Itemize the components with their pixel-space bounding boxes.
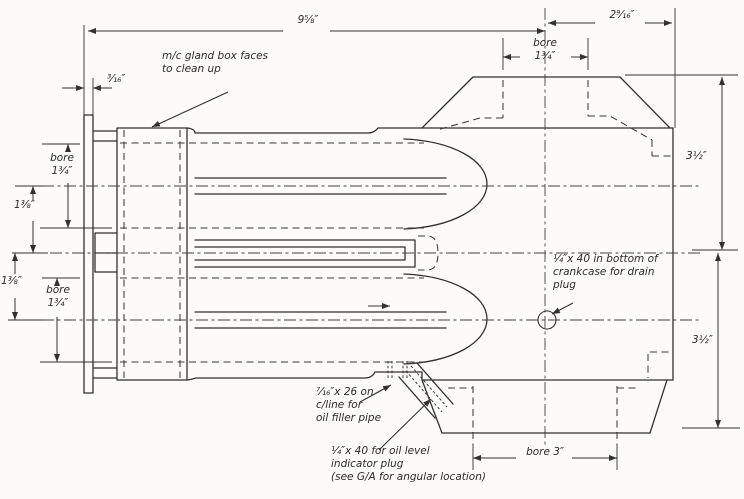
gland-box-hidden xyxy=(123,130,181,378)
thread-lines xyxy=(387,361,448,413)
oil-level-threads xyxy=(405,365,448,413)
crankcase-inner-corner xyxy=(647,351,672,378)
hump-inner-wall xyxy=(436,80,672,157)
dim-label-right-width: 2⁹⁄₁₆″ xyxy=(609,9,635,21)
oil-level-boss xyxy=(398,362,454,419)
dim-label-cyl-spacing-upper: 1⅜″ xyxy=(14,199,35,211)
dim-label-crankcase-half-bottom: 3½″ xyxy=(692,334,713,346)
flange-outline xyxy=(83,114,94,394)
dim-label-flange-thickness: ³⁄₁₆″ xyxy=(107,73,126,85)
center-tunnel xyxy=(194,239,416,268)
leader-filler-note xyxy=(359,384,392,403)
cylinder-barrel-lines xyxy=(194,177,447,329)
cylinder-arc-bottom xyxy=(403,273,488,365)
note-oil-level: ¼″x 40 for oil level indicator plug (see… xyxy=(331,445,486,483)
note-oil-filler: ⁷⁄₁₆″x 26 on c/line for oil filler pipe xyxy=(316,386,382,424)
block-bottom-edge xyxy=(186,371,674,381)
dim-label-bore-left-top: bore 1¾″ xyxy=(50,152,74,177)
dim-label-bore-left-bottom: bore 1¾″ xyxy=(46,284,70,309)
leader-gland-note xyxy=(151,91,229,128)
leader-arrows xyxy=(151,91,574,451)
hidden-lines xyxy=(120,80,672,445)
dim-label-cyl-spacing-lower: 1⅜″ xyxy=(1,275,22,287)
crankcase-sump xyxy=(421,379,668,434)
dim-label-overall-length: 9⅝″ xyxy=(297,14,319,26)
part-outline xyxy=(83,76,674,434)
sump-inner-walls xyxy=(448,386,640,445)
dim-label-crankcase-half-top: 3½″ xyxy=(686,150,707,162)
note-gland-box: m/c gland box faces to clean up xyxy=(162,50,269,75)
extension-lines xyxy=(8,8,740,470)
gland-box-outline xyxy=(116,127,188,381)
tunnel-hidden-cap xyxy=(418,235,439,271)
leader-drain-note xyxy=(551,302,574,315)
centerlines xyxy=(42,8,700,445)
note-drain-plug: ¼″x 40 in bottom of crankcase for drain … xyxy=(553,253,658,291)
bore-hidden-lines xyxy=(120,142,424,363)
crankcase-top-hump xyxy=(421,76,671,129)
cylinder-arc-top xyxy=(403,138,488,230)
dim-label-bore-top: bore 1¾″ xyxy=(533,37,557,62)
leader-oil-level-note xyxy=(378,398,432,451)
flange-stubs xyxy=(92,130,118,379)
dim-label-crank-bore: bore 3″ xyxy=(526,446,564,458)
block-top-edge xyxy=(186,127,674,134)
dimension-lines xyxy=(12,20,725,461)
